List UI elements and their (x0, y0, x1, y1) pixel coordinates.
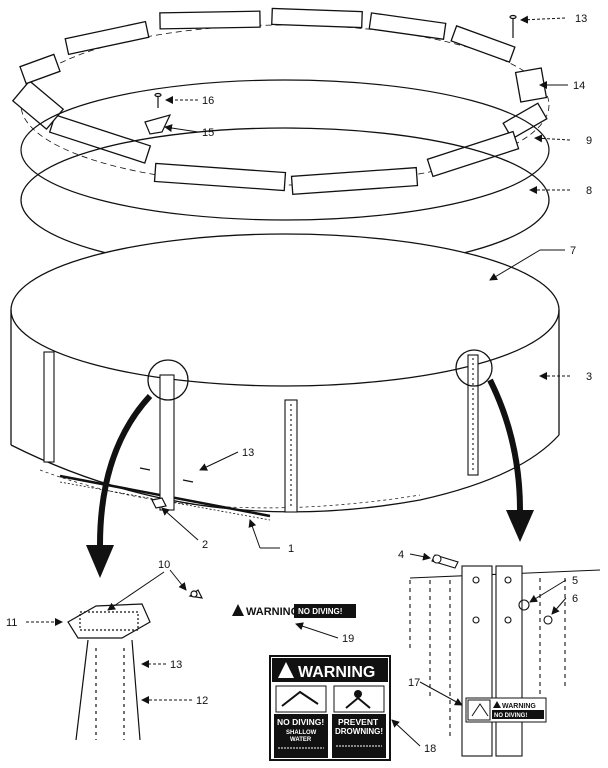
callout-18: 18 (424, 743, 436, 755)
svg-text:PREVENT: PREVENT (338, 717, 379, 727)
svg-text:NO DIVING!: NO DIVING! (277, 717, 324, 727)
pool-uprights (43, 351, 479, 513)
detail-top-plate (67, 589, 204, 741)
callout-5: 5 (572, 575, 578, 587)
warning-sign-no-diving-banner: WARNING NO DIVING! (232, 604, 356, 618)
detail-wall-bolts (409, 554, 601, 757)
callout-13-mid: 13 (242, 447, 254, 459)
detail-circle-right (455, 349, 493, 387)
warning-sign-small-plate: WARNING NO DIVING! (465, 697, 547, 723)
callout-12: 12 (196, 695, 208, 707)
svg-text:WARNING: WARNING (502, 703, 536, 710)
callout-8: 8 (586, 185, 592, 197)
svg-text:NO DIVING!: NO DIVING! (494, 713, 527, 719)
callout-14: 14 (573, 80, 585, 92)
callout-19: 19 (342, 633, 354, 645)
callout-13-top: 13 (575, 13, 587, 25)
svg-text:WATER: WATER (290, 737, 312, 743)
callout-15: 15 (202, 127, 214, 139)
callout-2: 2 (202, 539, 208, 551)
top-rail-ring (11, 7, 550, 195)
detail-circle-left (147, 359, 189, 401)
callout-1: 1 (288, 543, 294, 555)
callout-10: 10 (158, 559, 170, 571)
top-ledge-ring (20, 79, 550, 221)
svg-text:SHALLOW: SHALLOW (286, 730, 317, 736)
svg-text:WARNING: WARNING (298, 664, 375, 681)
callout-labels: 13 14 9 8 7 3 16 15 13 2 1 10 11 13 12 4… (6, 13, 592, 755)
callout-leaders (26, 15, 571, 747)
callout-13-low: 13 (170, 659, 182, 671)
svg-text:NO DIVING!: NO DIVING! (298, 607, 342, 616)
callout-9: 9 (586, 135, 592, 147)
callout-17: 17 (408, 677, 420, 689)
warning-sign-large: WARNING NO DIVING! SHALLOW WATER PREVENT… (269, 655, 391, 761)
callout-3: 3 (586, 371, 592, 383)
pool-wall (10, 233, 560, 521)
detail-arrow-left (97, 393, 153, 546)
callout-6: 6 (572, 593, 578, 605)
callout-11: 11 (6, 617, 17, 629)
no-diving-pictogram (275, 685, 327, 713)
callout-7: 7 (570, 245, 576, 257)
screw-part (139, 14, 517, 509)
detail-arrow-right (487, 378, 523, 511)
callout-16: 16 (202, 95, 214, 107)
callout-4: 4 (398, 549, 404, 561)
svg-text:DROWNING!: DROWNING! (335, 727, 383, 736)
svg-text:WARNING: WARNING (246, 606, 299, 618)
